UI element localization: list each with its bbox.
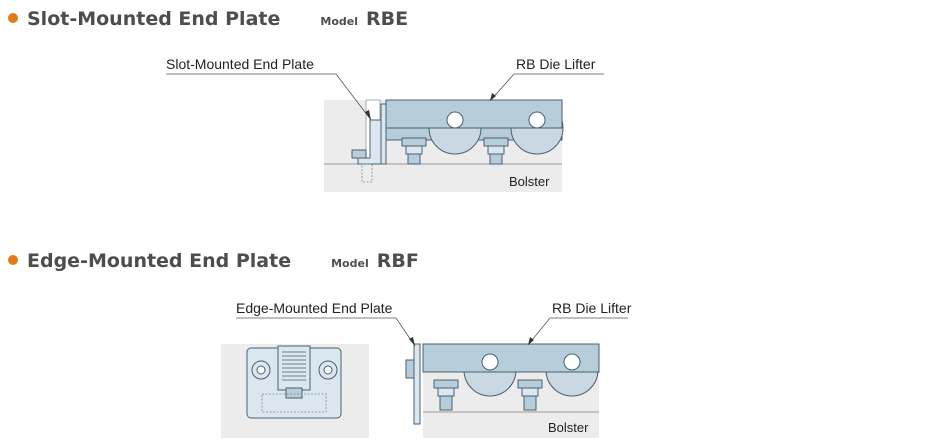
wheel-hub [481,353,499,371]
screw-head [285,387,303,399]
title-text: Slot-Mounted End Plate [27,8,281,30]
bolt-socket-icon [323,365,333,375]
model-code: RBE [365,8,409,30]
rbf-side-view: Edge-Mounted End Plate RB Die Lifter Bol… [236,300,632,438]
arrowhead [490,93,496,101]
slot-end-plate [351,103,387,183]
callout-leader [335,73,372,121]
callout-plate-label: Edge-Mounted End Plate [236,300,393,316]
wheel-hub [446,111,464,129]
title-text: Edge-Mounted End Plate [27,250,292,272]
wheel-hub [528,111,546,129]
bolster-label: Bolster [509,174,550,189]
model-code: RBF [376,250,419,272]
callout-lifter-label: RB Die Lifter [552,300,632,316]
arrowhead [365,110,371,120]
hidden-outline [261,393,327,413]
arrowhead [528,337,534,345]
section-title-rbf: Edge-Mounted End Plate Model RBF [8,250,419,272]
model-label: Model [320,15,358,28]
callout-lifter-label: RB Die Lifter [516,56,596,72]
bullet-icon [8,13,18,23]
plate-bolt-head [351,149,367,159]
wheel-hub [563,353,581,371]
edge-end-plate [413,343,421,425]
model-label: Model [331,257,369,270]
bolt-socket-icon [256,365,266,375]
bullet-icon [8,255,18,265]
piston-assembly [433,379,543,411]
plate-bolt-head [405,359,415,379]
bolster-label: Bolster [548,420,589,435]
rbf-top-view [221,344,369,438]
callout-plate-label: Slot-Mounted End Plate [166,56,314,72]
rbe-diagram: Slot-Mounted End Plate RB Die Lifter Bol… [166,56,604,192]
section-title-rbe: Slot-Mounted End Plate Model RBE [8,8,408,30]
arrowhead [409,337,415,346]
piston-assembly [401,137,509,165]
spring-icon [282,351,306,381]
plate-bolt-hidden [361,163,373,183]
